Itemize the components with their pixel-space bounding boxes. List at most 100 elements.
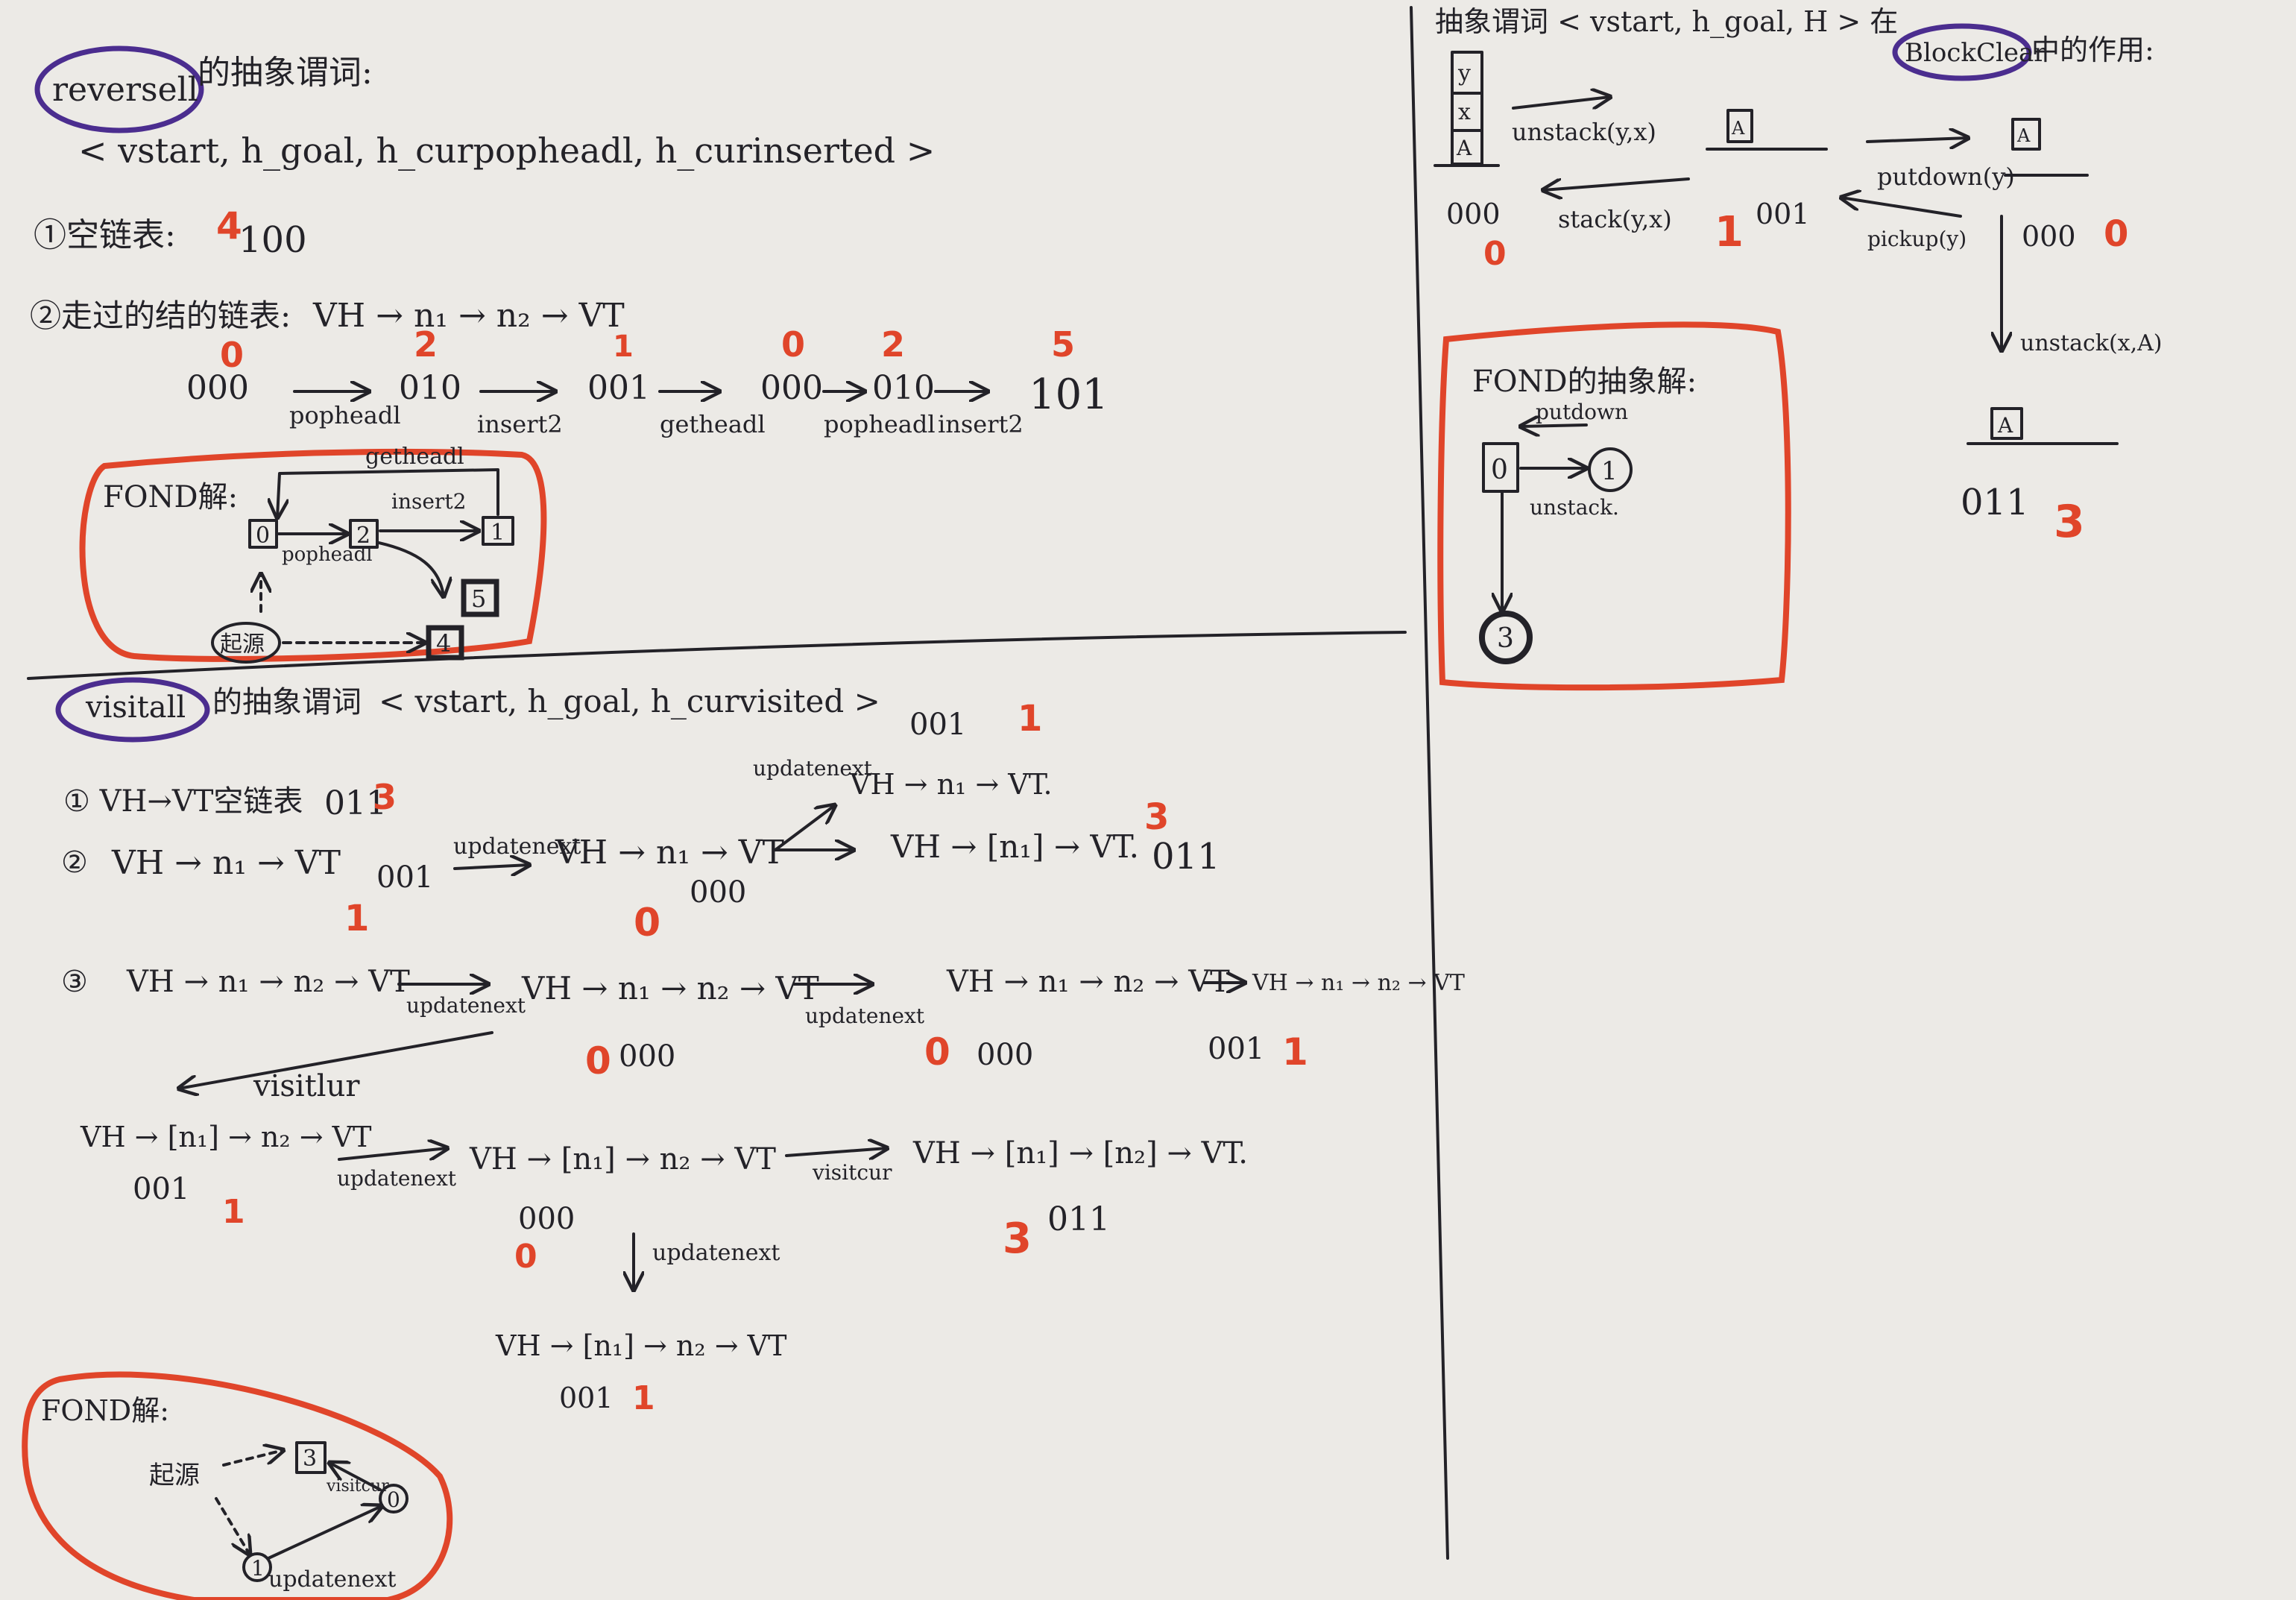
reverse-state-bits: 010: [872, 369, 935, 407]
visit-back-arrow: [179, 1031, 493, 1089]
block-label: A: [1456, 136, 1472, 160]
visit-item2-branch-chain: VH → n₁ → VT.: [849, 768, 1053, 801]
reverse-action-label: insert2: [938, 410, 1024, 438]
fond-node: [248, 519, 278, 549]
block: [1990, 407, 2023, 440]
reverse-fond-solution: FOND解: 0 2 1 5 4 popheadl insert2 gethea…: [79, 444, 547, 664]
blocks-heading: 抽象谓词 < vstart, h_goal, H > 在: [1435, 5, 1898, 39]
block: [2011, 118, 2041, 151]
blocks-action-label: stack(y,x): [1558, 205, 1672, 233]
reverse-state-bits: 001: [587, 369, 650, 407]
fond-node-label: 5: [471, 585, 486, 613]
reverse-state-sequence: 0 000 popheadl 2 010 insert2 1 001 gethe…: [186, 324, 1108, 438]
visit-item2-bits2: 000: [690, 875, 746, 910]
fond-edge: [377, 541, 444, 596]
visit-item2-chain: VH → n₁ → VT: [111, 844, 341, 882]
fond-node-label: 1: [491, 520, 505, 546]
visit-item2-mark3: 3: [1144, 796, 1169, 838]
fond-edge-label: insert2: [391, 489, 466, 514]
fond-edge-label: popheadl: [282, 544, 373, 566]
reverse-item2-chain: VH → n₁ → n₂ → VT: [312, 297, 625, 335]
reverse-state-mark: 1: [613, 330, 634, 364]
reverse-action-label: popheadl: [824, 410, 936, 438]
reverse-section: reversell 的抽象谓词: < vstart, h_goal, h_cur…: [30, 45, 1108, 664]
block-label: A: [2016, 125, 2031, 146]
fond-node-label: 2: [356, 523, 370, 549]
fond-start-label: 起源: [220, 632, 265, 658]
visit-item3-chain3: VH → n₁ → n₂ → VT: [946, 965, 1230, 999]
visit-item3-action2: updatenext: [805, 1004, 925, 1028]
fond-edge: [267, 1506, 382, 1560]
blocks-state-mark: 1: [1715, 208, 1744, 256]
visit-row4-mark: 1: [222, 1193, 245, 1231]
reverse-item1-label: ①空链表:: [34, 216, 176, 254]
blocks-action-arrow: [1841, 198, 1962, 218]
blocks-state-bits: 000: [2022, 220, 2076, 253]
fond-outline: [1437, 321, 1791, 691]
fond-edge-label: visitcur: [326, 1477, 389, 1496]
fond-edge: [1521, 425, 1588, 426]
fond-node-label: 1: [251, 1556, 265, 1581]
block: [1726, 109, 1753, 143]
visit-item3-chain: VH → n₁ → n₂ → VT: [126, 965, 410, 999]
visit-keyword-circle: [55, 677, 210, 743]
blocks-action-label: unstack(x,A): [2020, 330, 2163, 356]
fond-node: [242, 1552, 272, 1582]
blocks-state-bits: 001: [1756, 198, 1810, 230]
fond-start-edge: [215, 1497, 250, 1555]
fond-label: FOND的抽象解:: [1472, 365, 1697, 399]
fond-node-label: 4: [436, 629, 451, 658]
reverse-state-bits: 000: [186, 369, 249, 407]
visit-row4-chain2: VH → [n₁] → n₂ → VT: [469, 1142, 776, 1177]
reverse-state-mark: 0: [781, 324, 805, 365]
visit-section: visitall 的抽象谓词 < vstart, h_goal, h_curvi…: [22, 677, 1465, 1600]
visit-item2-branch-bits: 001: [909, 708, 966, 742]
visit-row4-chain3: VH → [n₁] → [n₂] → VT.: [912, 1136, 1248, 1171]
visit-heading-word: visitall: [85, 690, 186, 725]
reverse-state-mark: 2: [414, 324, 438, 365]
visit-item1-label: ① VH→VT空链表: [63, 784, 303, 819]
visit-back-action: visitlur: [253, 1069, 360, 1103]
visit-row4-bits3: 011: [1047, 1200, 1110, 1238]
fond-start-node: [211, 622, 281, 664]
visit-row4-mark4: 1: [632, 1379, 655, 1417]
visit-row4-chain4: VH → [n₁] → n₂ → VT: [495, 1329, 786, 1362]
blocks-action-arrow: [1866, 138, 1968, 142]
fond-start-label: 起源: [149, 1461, 200, 1490]
visit-item3-bits4: 001: [1208, 1032, 1264, 1066]
fond-edge-label: putdown: [1536, 400, 1628, 424]
visit-item2-bits: 001: [376, 860, 433, 895]
fond-edge-label: unstack.: [1530, 495, 1619, 520]
fond-outline: [22, 1371, 453, 1600]
block-label: y: [1457, 60, 1471, 86]
visit-item3-mark3: 0: [924, 1030, 950, 1074]
visit-item2-arrow: [453, 865, 529, 869]
fond-node: [1482, 442, 1519, 493]
block-label: x: [1458, 99, 1471, 125]
visit-item3-chain4: VH → n₁ → n₂ → VT: [1252, 970, 1465, 996]
fond-edge: [277, 468, 499, 517]
fond-node: [295, 1441, 327, 1474]
reverse-item1-mark: 4: [216, 204, 242, 248]
fond-node-label: 3: [303, 1446, 317, 1472]
blocks-state-mark: 0: [1483, 235, 1507, 273]
fond-node-label: 0: [387, 1487, 400, 1512]
fond-label: FOND解:: [103, 480, 238, 514]
visit-row4-bits2: 000: [518, 1202, 575, 1236]
fond-node: [349, 519, 379, 549]
fond-node: [426, 625, 464, 661]
visit-item2-label: ②: [61, 845, 88, 880]
visit-item1-mark: 3: [373, 777, 397, 817]
visit-item3-bits3: 000: [977, 1038, 1033, 1072]
visit-item2-action: updatenext: [453, 834, 581, 860]
block-label: A: [1731, 118, 1745, 139]
reverse-item1-value: 100: [239, 219, 307, 261]
visit-predicate: < vstart, h_goal, h_curvisited >: [379, 683, 880, 719]
reverse-state-mark: 2: [881, 324, 905, 365]
visit-row4-action2: visitcur: [812, 1160, 892, 1185]
fond-edge-label: updatenext: [268, 1566, 396, 1593]
visit-item1-bits: 011: [324, 784, 387, 822]
fond-node-label: 1: [1601, 456, 1618, 486]
visit-item3-action: updatenext: [406, 993, 526, 1018]
